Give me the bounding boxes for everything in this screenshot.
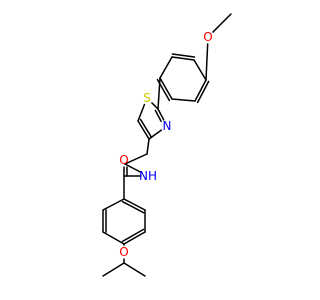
bond-p4-p5	[171, 98, 196, 102]
bond-c2-n3-double	[154, 109, 162, 122]
molecule-diagram: O SN NH O O	[102, 13, 232, 277]
bond-c2-n3	[157, 108, 165, 121]
bond-ci-me2	[123, 262, 146, 277]
atom-label-n-thiazole: N	[163, 119, 172, 133]
bond-p5-p6-double	[196, 80, 210, 104]
bond-p2-p3	[159, 56, 173, 79]
bond-c4-c5-double	[139, 118, 153, 139]
bond-ch3m-om	[212, 13, 232, 33]
bond-ci-me1	[102, 262, 125, 277]
atom-label-s-thiazole: S	[143, 91, 151, 105]
bond-c4-ch2a	[146, 138, 150, 155]
bond-p6-p1	[193, 59, 207, 81]
bond-b4-b5	[102, 231, 125, 245]
atom-label-o-methoxy: O	[203, 30, 212, 44]
bond-p1-p2-double	[171, 53, 196, 58]
bond-b1-b2-double	[121, 200, 145, 214]
bond-p1-p2	[171, 56, 195, 61]
atom-label-nh-amide: NH	[139, 169, 157, 183]
atom-label-layer: O SN NH O O	[119, 30, 212, 259]
bond-c4-c5	[137, 120, 150, 140]
atom-label-o-ether: O	[119, 245, 128, 259]
bond-ch2b-nh	[124, 163, 143, 174]
bond-c5-s1	[137, 103, 146, 122]
bond-layer	[102, 13, 232, 277]
bond-p3-p4	[159, 77, 173, 100]
bond-om-p6	[205, 43, 209, 81]
bond-b1-b2	[123, 198, 146, 211]
bond-s1-c2	[151, 102, 159, 110]
bond-p3-c2	[157, 77, 161, 110]
bond-p5-p6	[194, 79, 207, 102]
bond-b3-b4-double	[121, 228, 145, 243]
bond-b6-b1	[102, 198, 125, 211]
atom-label-o-carbonyl: O	[119, 153, 128, 167]
bond-ch2a-ch2b	[124, 153, 148, 165]
bond-b3-b4	[123, 231, 146, 245]
